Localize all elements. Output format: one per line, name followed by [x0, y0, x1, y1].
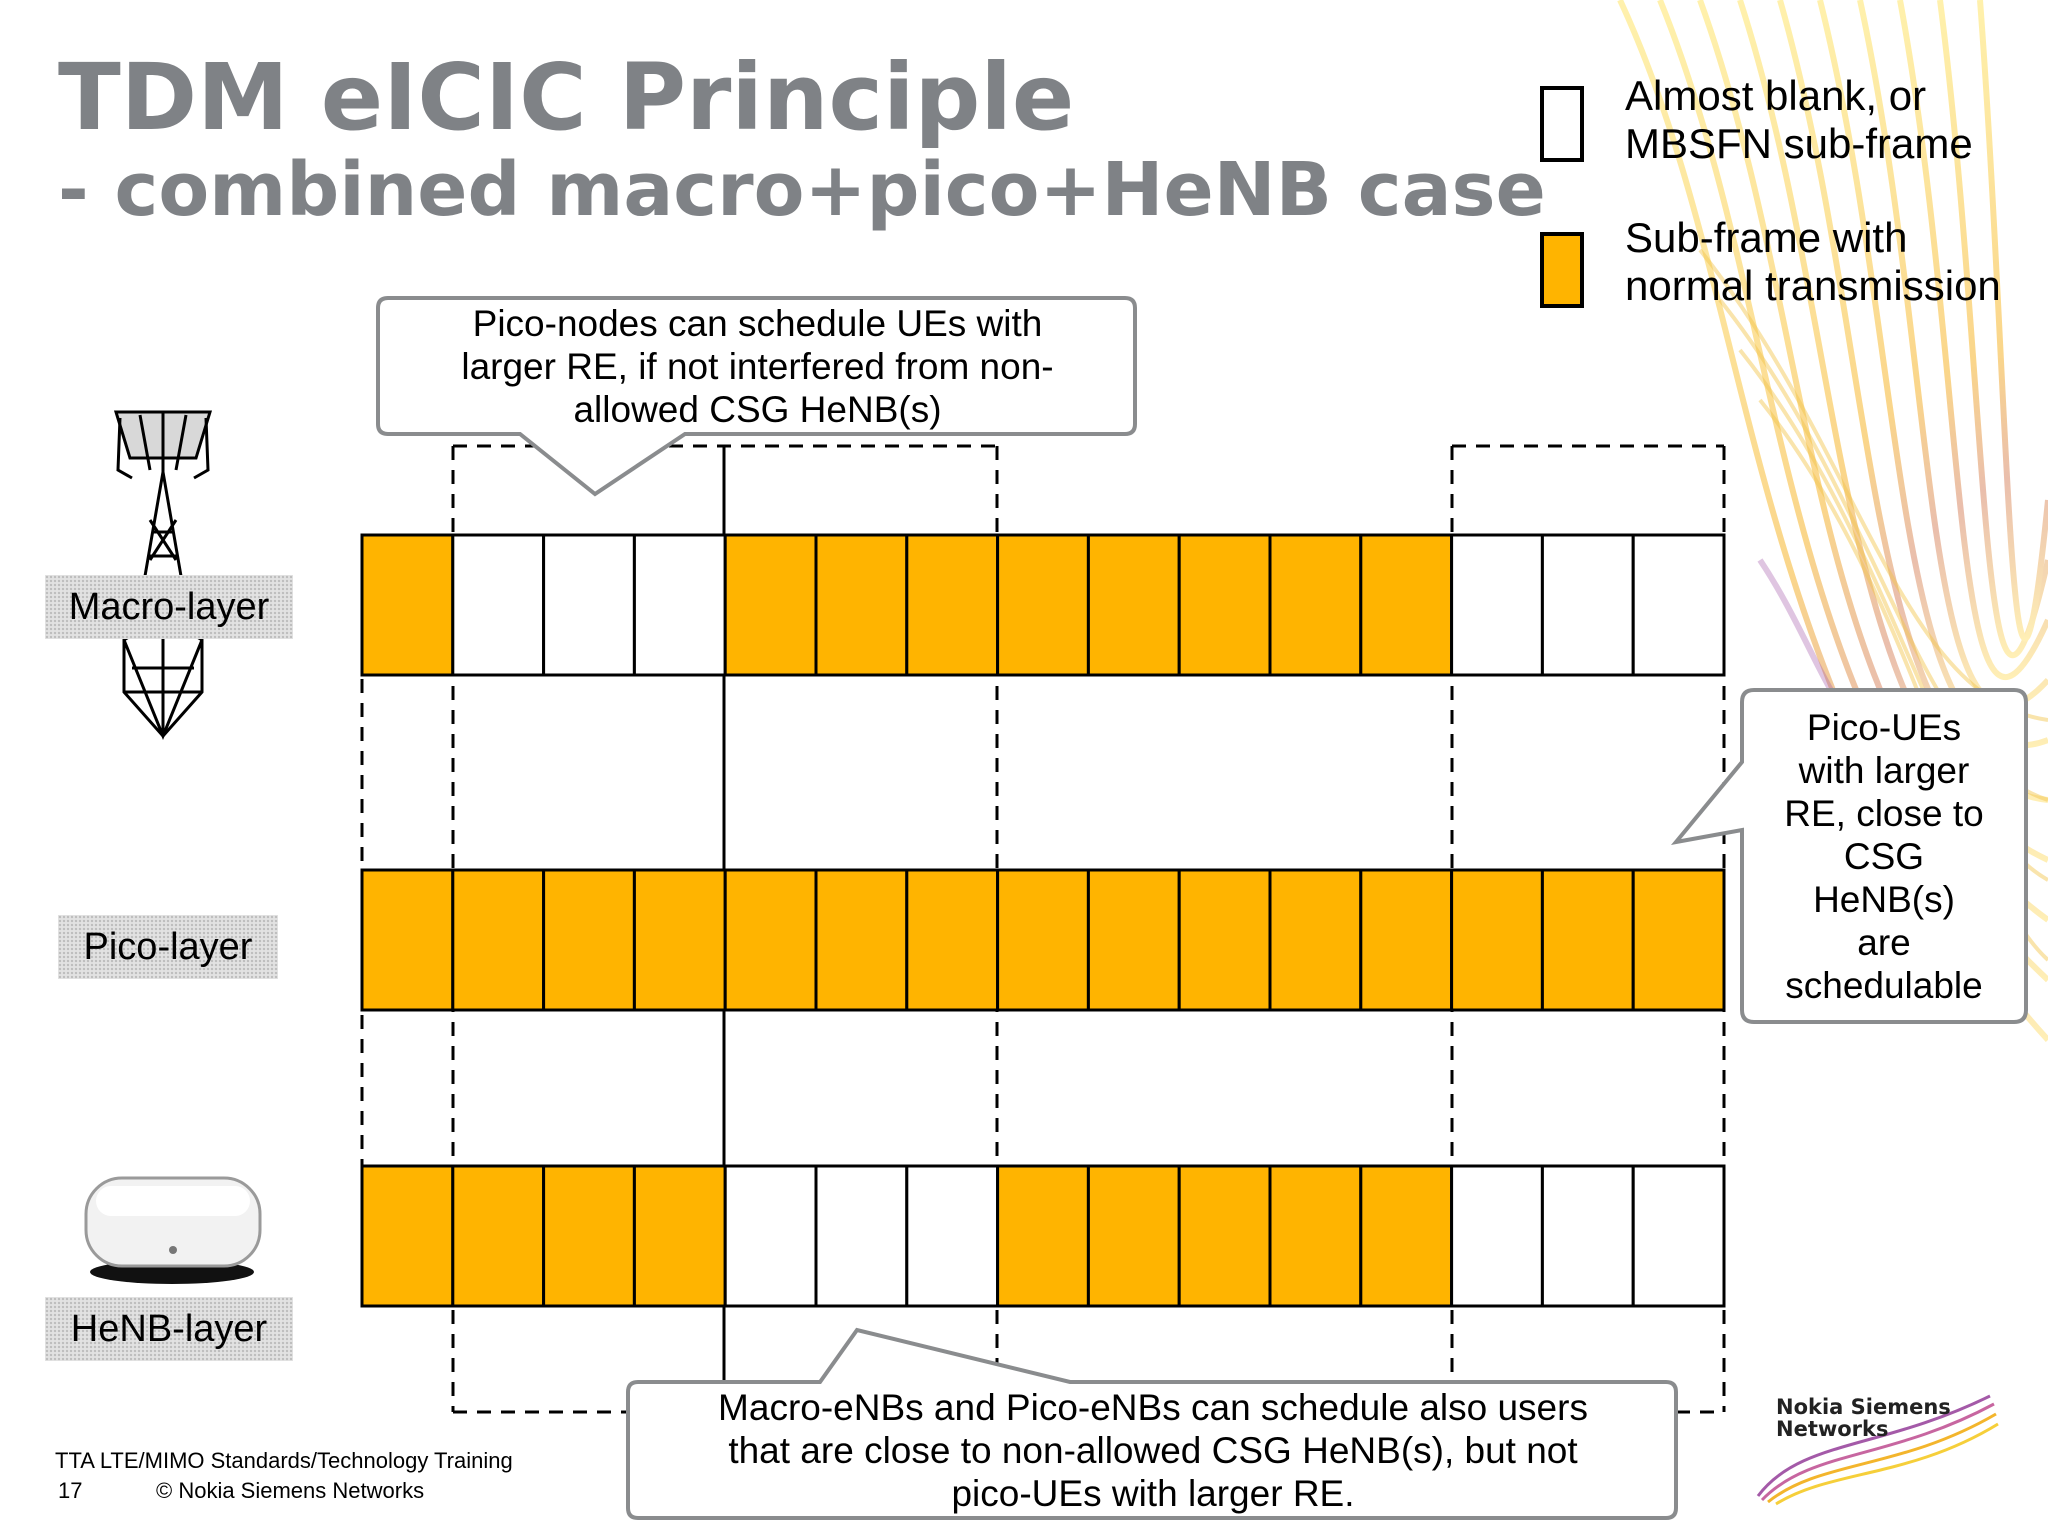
pico-layer-subframe-12 — [1359, 868, 1454, 1012]
henb-device-icon — [84, 1176, 262, 1284]
pico-layer-subframe-14 — [1540, 868, 1635, 1012]
callout-bottom-bubble — [626, 1327, 1678, 1520]
callout-top-line-2: larger RE, if not interfered from non- — [461, 346, 1054, 387]
pico-layer-subframe-7 — [905, 868, 1000, 1012]
callout-bottom-text: Macro-eNBs and Pico-eNBs can schedule al… — [640, 1386, 1666, 1515]
pico-layer-subframe-2 — [451, 868, 546, 1012]
legend-blank-swatch — [1540, 86, 1584, 162]
macro-layer-subframe-14 — [1540, 533, 1635, 677]
henb-layer-subframe-8 — [996, 1164, 1090, 1308]
callout-right-line-5: HeNB(s) — [1813, 879, 1955, 920]
henb-layer-subframe-3 — [542, 1164, 636, 1308]
footer-page-number: 17 — [58, 1478, 83, 1503]
legend-blank-label-line1: Almost blank, or — [1625, 72, 1927, 119]
pico-layer-subframe-8 — [996, 868, 1090, 1012]
legend-normal-swatch — [1540, 232, 1584, 308]
pico-layer-subframe-5 — [723, 868, 818, 1012]
henb-layer-subframe-14 — [1540, 1164, 1635, 1308]
macro-layer-subframe-7 — [905, 533, 1000, 677]
macro-layer-subframe-10 — [1177, 533, 1272, 677]
footer-copyright: © Nokia Siemens Networks — [156, 1478, 425, 1503]
henb-layer-subframe-1 — [360, 1164, 455, 1308]
nsn-logo-icon — [1756, 1394, 1999, 1506]
henb-layer-subframe-4 — [632, 1164, 727, 1308]
macro-layer-subframe-1 — [360, 533, 455, 677]
callout-right-line-1: Pico-UEs — [1806, 707, 1962, 748]
pico-layer-subframe-10 — [1177, 868, 1272, 1012]
layer-label-henb: HeNB-layer — [45, 1297, 293, 1361]
macro-layer-subframe-15 — [1631, 533, 1726, 677]
callout-right-line-2: with larger — [1798, 750, 1970, 791]
macro-layer-subframe-5 — [723, 533, 818, 677]
macro-tower-icon — [113, 410, 213, 740]
macro-layer-subframe-4 — [632, 533, 727, 677]
pico-layer-subframe-4 — [632, 868, 727, 1012]
henb-layer-subframe-13 — [1450, 1164, 1544, 1308]
callout-right-bubble — [1670, 688, 2028, 1024]
pico-layer-subframe-11 — [1268, 868, 1363, 1012]
pico-layer-subframe-9 — [1086, 868, 1181, 1012]
henb-layer-subframe-15 — [1631, 1164, 1726, 1308]
henb-layer-subframe-9 — [1086, 1164, 1181, 1308]
callout-bottom-line-2: that are close to non-allowed CSG HeNB(s… — [728, 1430, 1578, 1471]
page-subtitle: - combined macro+pico+HeNB case — [58, 147, 1546, 233]
callout-top-text: Pico-nodes can schedule UEs with larger … — [400, 302, 1115, 431]
macro-layer-subframe-13 — [1450, 533, 1544, 677]
macro-layer-subframe-2 — [451, 533, 546, 677]
callout-right-line-6: are — [1857, 922, 1911, 963]
callout-top-line-3: allowed CSG HeNB(s) — [573, 389, 942, 430]
macro-layer-subframe-8 — [996, 533, 1090, 677]
brand-line-1: Nokia Siemens — [1776, 1395, 1951, 1419]
layer-label-macro: Macro-layer — [45, 575, 293, 639]
pico-layer-subframe-15 — [1631, 868, 1726, 1012]
henb-layer-subframe-11 — [1268, 1164, 1363, 1308]
macro-layer-subframe-12 — [1359, 533, 1454, 677]
callout-right-line-7: schedulable — [1785, 965, 1983, 1006]
brand-name: Nokia Siemens Networks — [1776, 1396, 1951, 1440]
callout-right-line-3: RE, close to — [1784, 793, 1984, 834]
henb-layer-subframe-10 — [1177, 1164, 1272, 1308]
callout-right-line-4: CSG — [1843, 836, 1925, 877]
page-title: TDM eICIC Principle — [58, 44, 1075, 151]
macro-layer-subframe-9 — [1086, 533, 1181, 677]
henb-layer-subframe-7 — [905, 1164, 1000, 1308]
layer-label-pico: Pico-layer — [58, 915, 278, 979]
callout-top-bubble — [376, 296, 1137, 497]
callout-bottom-line-1: Macro-eNBs and Pico-eNBs can schedule al… — [718, 1387, 1588, 1428]
callout-bottom-line-3: pico-UEs with larger RE. — [951, 1473, 1355, 1514]
legend-blank-label-line2: MBSFN sub-frame — [1625, 120, 1973, 167]
macro-layer-subframe-6 — [814, 533, 909, 677]
callout-right-text: Pico-UEs with larger RE, close to CSG He… — [1748, 706, 2020, 1007]
macro-layer-subframe-3 — [542, 533, 636, 677]
macro-layer-subframe-11 — [1268, 533, 1363, 677]
henb-layer-subframe-6 — [814, 1164, 909, 1308]
legend-normal-label-line2: normal transmission — [1625, 262, 2001, 309]
pico-layer-subframe-13 — [1450, 868, 1544, 1012]
pico-layer-subframe-3 — [542, 868, 636, 1012]
brand-line-2: Networks — [1776, 1417, 1889, 1441]
pico-layer-subframe-1 — [360, 868, 455, 1012]
legend-normal-label-line1: Sub-frame with — [1625, 214, 1908, 261]
henb-layer-subframe-2 — [451, 1164, 546, 1308]
henb-layer-subframe-12 — [1359, 1164, 1454, 1308]
callout-top-line-1: Pico-nodes can schedule UEs with — [472, 303, 1043, 344]
pico-layer-subframe-6 — [814, 868, 909, 1012]
henb-layer-subframe-5 — [723, 1164, 818, 1308]
footer-training: TTA LTE/MIMO Standards/Technology Traini… — [55, 1448, 513, 1473]
